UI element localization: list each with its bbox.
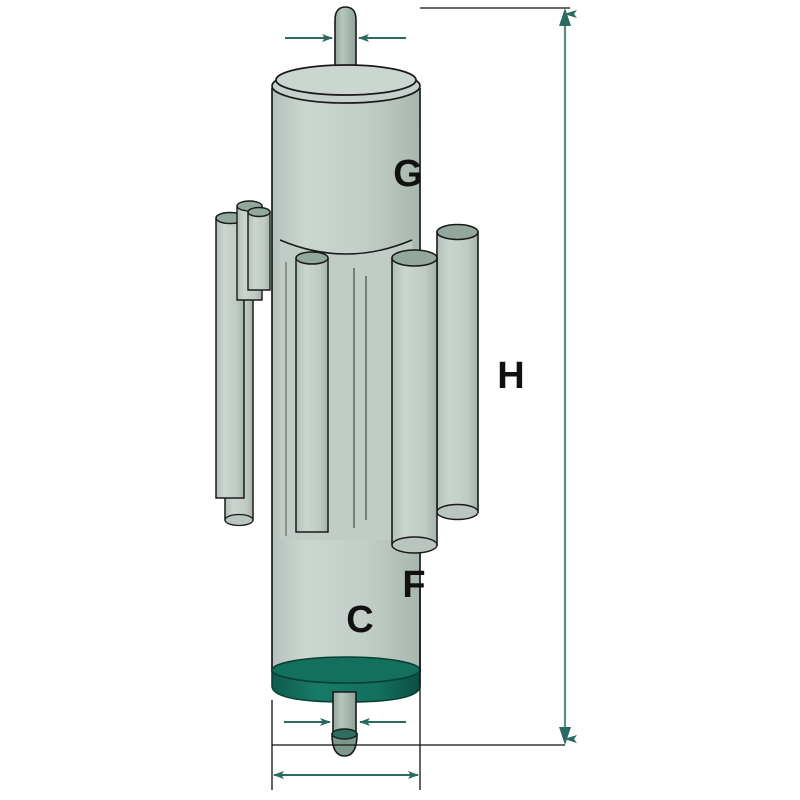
extension-lines	[271, 7, 570, 790]
dimension-h-arrow-top	[559, 8, 571, 26]
center-port-1	[295, 251, 329, 533]
dimension-c: C	[273, 599, 419, 779]
housing-top-rim-inner	[275, 64, 417, 96]
dimension-h-arrow-bottom	[559, 727, 571, 745]
top-outlet-nozzle	[334, 6, 357, 81]
left-port-cluster	[215, 200, 271, 527]
right-port-1	[436, 223, 479, 521]
center-port-cluster	[285, 251, 367, 536]
right-port-2	[391, 249, 438, 554]
top-nozzle-body	[334, 6, 357, 81]
sleeve-top-curve	[279, 239, 413, 255]
dimension-label-g: G	[393, 153, 423, 195]
dimension-label-h: H	[497, 355, 524, 397]
dimension-f: F	[284, 564, 426, 726]
left-port-4	[247, 206, 271, 291]
bottom-assembly	[271, 656, 421, 757]
drain-nozzle-collar	[331, 728, 358, 740]
dimension-g: G	[285, 34, 423, 195]
dimension-h: H	[497, 8, 577, 745]
seal-ring-top	[271, 656, 421, 684]
dimension-label-f: F	[402, 564, 425, 606]
right-port-cluster	[391, 223, 479, 554]
dimension-label-c: C	[346, 599, 373, 641]
